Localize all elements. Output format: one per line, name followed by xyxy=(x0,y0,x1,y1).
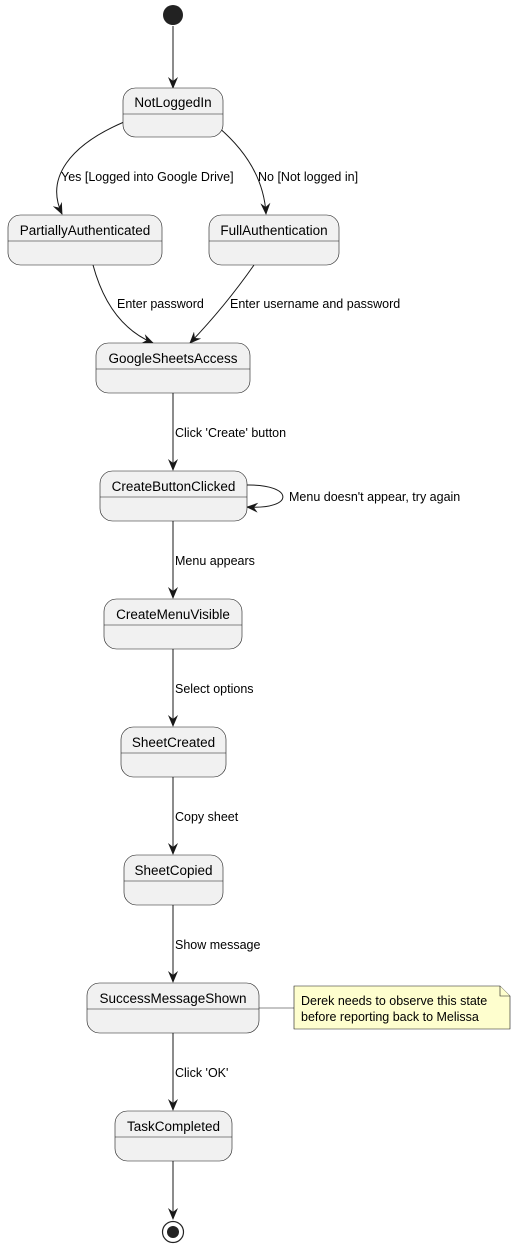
transition-label-menu-appears: Menu appears xyxy=(175,554,255,568)
state-label: SuccessMessageShown xyxy=(99,991,246,1006)
edge-partially-authenticated-to-google-sheets-access xyxy=(92,264,154,344)
state-label: FullAuthentication xyxy=(220,223,327,238)
transition-label-select-options: Select options xyxy=(175,682,254,696)
state-label: SheetCreated xyxy=(132,735,215,750)
transition-label-copy-sheet: Copy sheet xyxy=(175,810,239,824)
state-full-authentication: FullAuthentication xyxy=(208,214,340,266)
state-sheet-copied: SheetCopied xyxy=(123,854,224,906)
state-label: CreateButtonClicked xyxy=(112,479,236,494)
transition-label-not-logged-in: No [Not logged in] xyxy=(258,170,358,184)
edge-not-logged-in-to-full-authentication xyxy=(211,121,271,215)
state-google-sheets-access: GoogleSheetsAccess xyxy=(95,342,251,394)
transition-label-click-create: Click 'Create' button xyxy=(175,426,286,440)
transition-label-click-ok: Click 'OK' xyxy=(175,1066,228,1080)
state-label: NotLoggedIn xyxy=(134,95,211,110)
state-create-button-clicked: CreateButtonClicked xyxy=(99,470,248,522)
transition-label-logged-into-drive: Yes [Logged into Google Drive] xyxy=(61,170,234,184)
edge-not-logged-in-to-partially-authenticated xyxy=(52,121,125,215)
note-line-2: before reporting back to Melissa xyxy=(301,1010,479,1024)
note-line-1: Derek needs to observe this state xyxy=(301,994,487,1008)
transition-label-enter-password: Enter password xyxy=(117,297,204,311)
transition-label-show-message: Show message xyxy=(175,938,261,952)
transition-label-enter-username-password: Enter username and password xyxy=(230,297,400,311)
edge-full-authentication-to-google-sheets-access xyxy=(189,264,255,344)
transition-label-menu-retry: Menu doesn't appear, try again xyxy=(289,490,460,504)
state-partially-authenticated: PartiallyAuthenticated xyxy=(7,214,163,266)
edge-create-button-clicked-self-loop xyxy=(245,484,284,513)
state-label: SheetCopied xyxy=(134,863,212,878)
state-label: CreateMenuVisible xyxy=(116,607,230,622)
state-not-logged-in: NotLoggedIn xyxy=(122,87,224,138)
state-label: GoogleSheetsAccess xyxy=(108,351,237,366)
state-sheet-created: SheetCreated xyxy=(120,726,227,778)
state-success-message-shown: SuccessMessageShown xyxy=(86,982,260,1034)
end-node xyxy=(161,1220,185,1244)
note: Derek needs to observe this state before… xyxy=(293,985,511,1030)
state-label: PartiallyAuthenticated xyxy=(20,223,151,238)
start-node xyxy=(163,5,183,25)
state-task-completed: TaskCompleted xyxy=(114,1110,233,1162)
state-create-menu-visible: CreateMenuVisible xyxy=(103,598,243,650)
state-label: TaskCompleted xyxy=(127,1119,220,1134)
